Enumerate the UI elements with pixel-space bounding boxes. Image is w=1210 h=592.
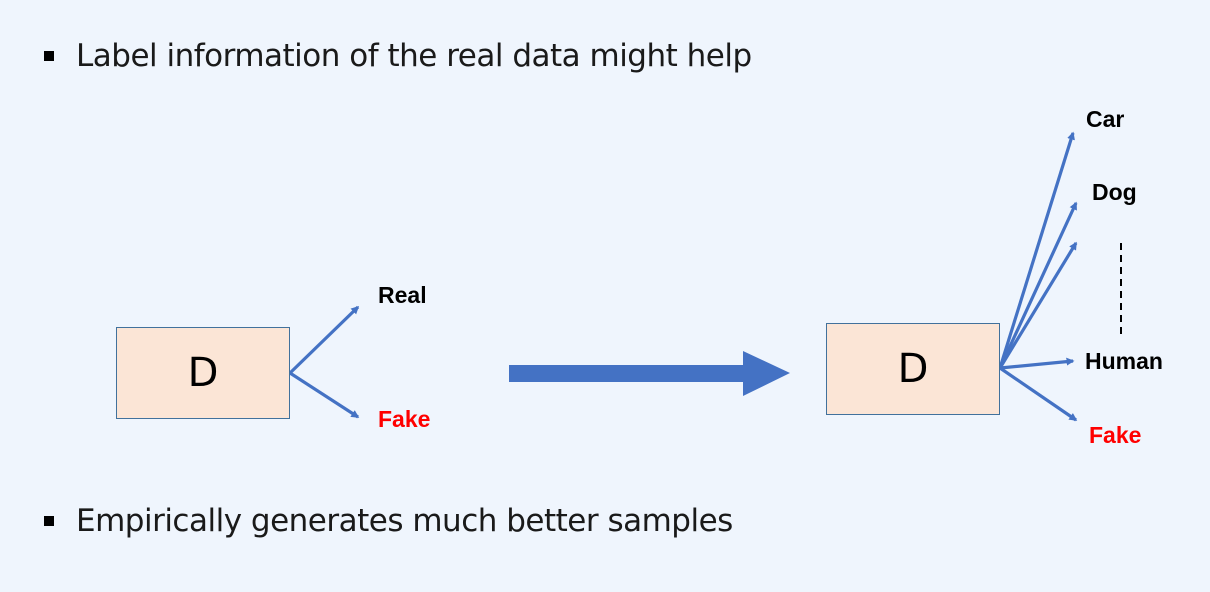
arrow-fake-left	[289, 371, 360, 419]
square-bullet-icon	[44, 516, 54, 526]
bullet-item-empirical: Empirically generates much better sample…	[44, 503, 733, 539]
output-label-fake: Fake	[1089, 422, 1142, 448]
arrow-dog	[998, 201, 1078, 369]
arrow-real	[288, 305, 360, 375]
output-label-fake: Fake	[378, 406, 431, 432]
square-bullet-icon	[44, 51, 54, 61]
bullet-text: Empirically generates much better sample…	[76, 503, 733, 539]
discriminator-label: D	[187, 350, 219, 396]
output-label-real: Real	[378, 282, 427, 308]
discriminator-box-multiclass: D	[826, 323, 1000, 415]
output-label-human: Human	[1085, 348, 1163, 374]
output-label-car: Car	[1086, 106, 1125, 132]
arrow-more-classes	[998, 241, 1078, 369]
bullet-text: Label information of the real data might…	[76, 38, 752, 74]
output-label-dog: Dog	[1092, 179, 1137, 205]
discriminator-box-binary: D	[116, 327, 290, 419]
transition-arrow	[509, 351, 790, 396]
arrow-human	[999, 357, 1075, 370]
bullet-item-label-info: Label information of the real data might…	[44, 38, 752, 74]
arrow-car	[998, 131, 1075, 369]
discriminator-label: D	[897, 346, 929, 392]
arrow-fake-right	[999, 366, 1078, 422]
